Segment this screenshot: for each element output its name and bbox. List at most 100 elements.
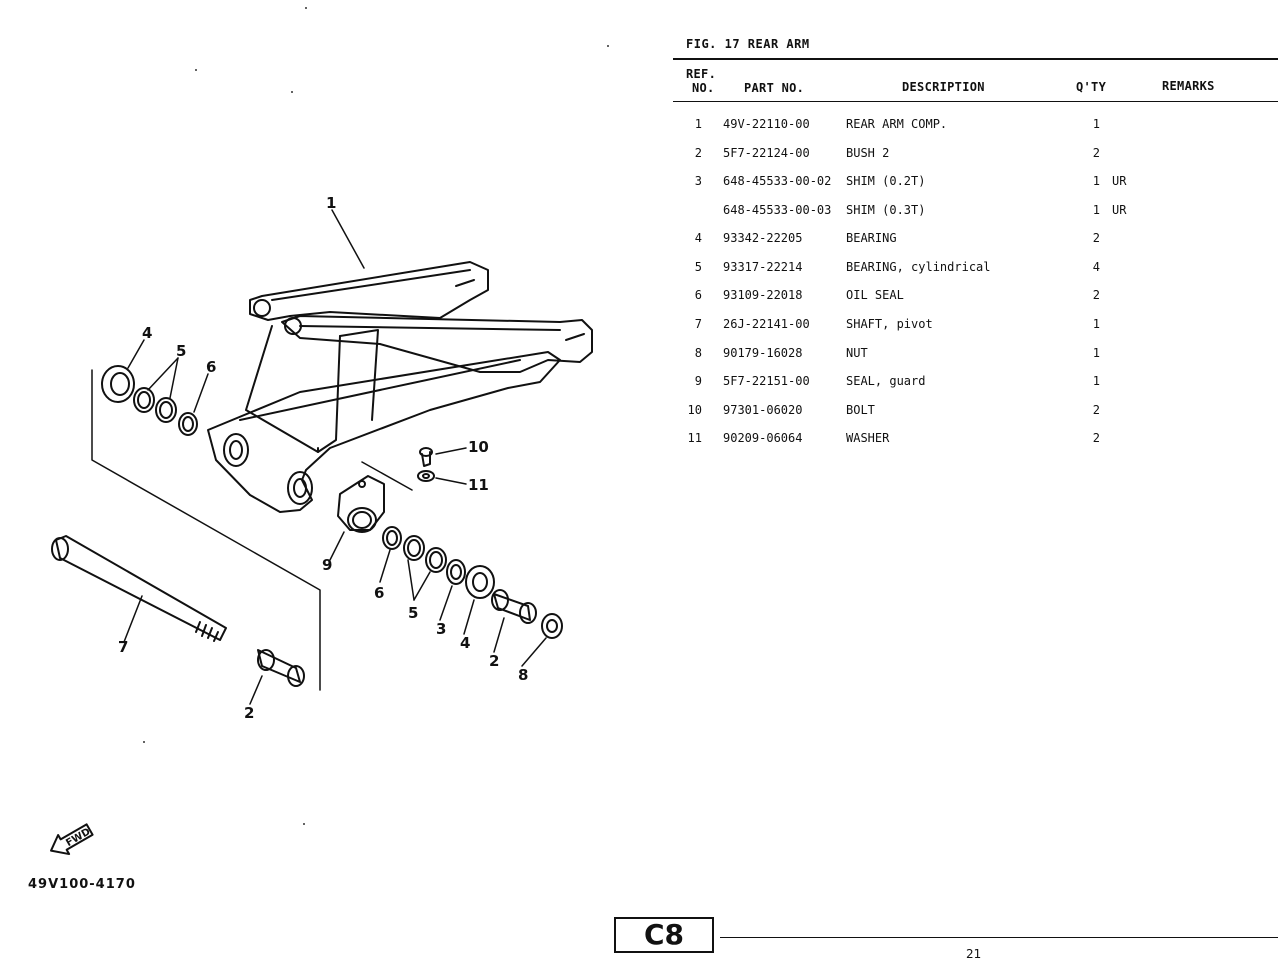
quantity: 2 — [1092, 146, 1100, 160]
table-row: 1 49V-22110-00 REAR ARM COMP. 1 — [0, 117, 1280, 137]
header-ref-line2: NO. — [692, 81, 715, 95]
part-no: 93109-22018 — [723, 288, 803, 302]
callout-6-right: 6 — [374, 584, 384, 602]
callout-10: 10 — [468, 438, 489, 456]
right-bearing-stack — [382, 526, 563, 639]
figure-title: FIG. 17 REAR ARM — [686, 37, 810, 51]
table-row: 6 93109-22018 OIL SEAL 2 — [0, 288, 1280, 308]
quantity: 2 — [1092, 231, 1100, 245]
ref-no: 6 — [694, 288, 702, 302]
quantity: 2 — [1092, 431, 1100, 445]
description: OIL SEAL — [846, 288, 904, 302]
quantity: 1 — [1092, 117, 1100, 131]
part-no: 93317-22214 — [723, 260, 803, 274]
description: WASHER — [846, 431, 890, 445]
remarks: UR — [1112, 203, 1127, 217]
part-no: 26J-22141-00 — [723, 317, 810, 331]
table-row: 9 5F7-22151-00 SEAL, guard 1 — [0, 374, 1280, 394]
description: BOLT — [846, 403, 875, 417]
table-row: 8 90179-16028 NUT 1 — [0, 346, 1280, 366]
table-row: 3 648-45533-00-02 SHIM (0.2T) 1 UR — [0, 174, 1280, 194]
exploded-diagram: 1 4 5 6 10 11 9 6 5 3 4 2 8 7 2 FWD — [28, 7, 609, 892]
table-row: 5 93317-22214 BEARING, cylindrical 4 — [0, 260, 1280, 280]
table-row: 648-45533-00-03 SHIM (0.3T) 1 UR — [0, 203, 1280, 223]
description: BEARING — [846, 231, 897, 245]
bolt-washer-drawing — [417, 447, 435, 482]
description: NUT — [846, 346, 868, 360]
page-number: 21 — [966, 947, 982, 961]
quantity: 1 — [1092, 317, 1100, 331]
table-row: 2 5F7-22124-00 BUSH 2 2 — [0, 146, 1280, 166]
callout-1: 1 — [326, 194, 336, 212]
table-row: 4 93342-22205 BEARING 2 — [0, 231, 1280, 251]
part-no: 648-45533-00-03 — [723, 203, 832, 217]
callout-2-left: 2 — [244, 704, 254, 722]
callout-5-left: 5 — [176, 342, 186, 360]
remarks: UR — [1112, 174, 1127, 188]
callout-11: 11 — [468, 476, 489, 494]
seal-guard-drawing — [337, 475, 385, 533]
fwd-arrow-icon: FWD — [50, 823, 94, 856]
ref-no: 3 — [694, 174, 702, 188]
bush-left-drawing — [257, 649, 305, 687]
ref-no: 11 — [687, 431, 702, 445]
quantity: 2 — [1092, 288, 1100, 302]
ref-no: 2 — [694, 146, 702, 160]
callout-9: 9 — [322, 556, 332, 574]
table-top-rule — [673, 58, 1278, 60]
ref-no: 5 — [694, 260, 702, 274]
description: SHAFT, pivot — [846, 317, 933, 331]
part-no: 49V-22110-00 — [723, 117, 810, 131]
left-bearing-stack — [101, 365, 198, 436]
ref-no: 4 — [694, 231, 702, 245]
quantity: 1 — [1092, 174, 1100, 188]
quantity: 2 — [1092, 403, 1100, 417]
part-no: 5F7-22124-00 — [723, 146, 810, 160]
ref-no: 1 — [694, 117, 702, 131]
part-no: 97301-06020 — [723, 403, 803, 417]
part-no: 93342-22205 — [723, 231, 803, 245]
part-no: 5F7-22151-00 — [723, 374, 810, 388]
callout-3: 3 — [436, 620, 446, 638]
ref-no: 7 — [694, 317, 702, 331]
quantity: 1 — [1092, 203, 1100, 217]
description: SHIM (0.3T) — [846, 203, 926, 217]
description: REAR ARM COMP. — [846, 117, 948, 131]
part-no: 648-45533-00-02 — [723, 174, 832, 188]
description: BEARING, cylindrical — [846, 260, 991, 274]
description: SHIM (0.2T) — [846, 174, 926, 188]
header-remarks: REMARKS — [1162, 79, 1215, 93]
callout-6-left: 6 — [206, 358, 216, 376]
callout-8: 8 — [518, 666, 528, 684]
header-part-no: PART NO. — [744, 81, 805, 95]
quantity: 4 — [1092, 260, 1100, 274]
header-description: DESCRIPTION — [902, 80, 985, 94]
quantity: 1 — [1092, 374, 1100, 388]
header-ref-line1: REF. — [686, 67, 717, 81]
table-row: 10 97301-06020 BOLT 2 — [0, 403, 1280, 423]
callout-2-right: 2 — [489, 652, 499, 670]
callout-4-right: 4 — [460, 634, 470, 652]
ref-no: 8 — [694, 346, 702, 360]
illustration-part-code: 49V100-4170 — [28, 877, 136, 892]
section-badge: C8 — [614, 917, 714, 953]
table-header-rule — [673, 101, 1278, 102]
description: BUSH 2 — [846, 146, 890, 160]
rear-arm-illustration: 1 4 5 6 10 11 9 6 5 3 4 2 8 7 2 FWD — [50, 7, 609, 856]
ref-no: 9 — [694, 374, 702, 388]
quantity: 1 — [1092, 346, 1100, 360]
table-row: 11 90209-06064 WASHER 2 — [0, 431, 1280, 451]
part-no: 90179-16028 — [723, 346, 803, 360]
rear-arm-drawing — [207, 261, 593, 513]
callout-5-right: 5 — [408, 604, 418, 622]
callout-4-left: 4 — [142, 324, 152, 342]
pivot-shaft-drawing — [51, 535, 227, 642]
table-row: 7 26J-22141-00 SHAFT, pivot 1 — [0, 317, 1280, 337]
ref-no: 10 — [687, 403, 702, 417]
header-qty: Q'TY — [1076, 80, 1107, 94]
callout-7: 7 — [118, 638, 128, 656]
part-no: 90209-06064 — [723, 431, 803, 445]
footer-rule — [720, 937, 1278, 938]
description: SEAL, guard — [846, 374, 926, 388]
